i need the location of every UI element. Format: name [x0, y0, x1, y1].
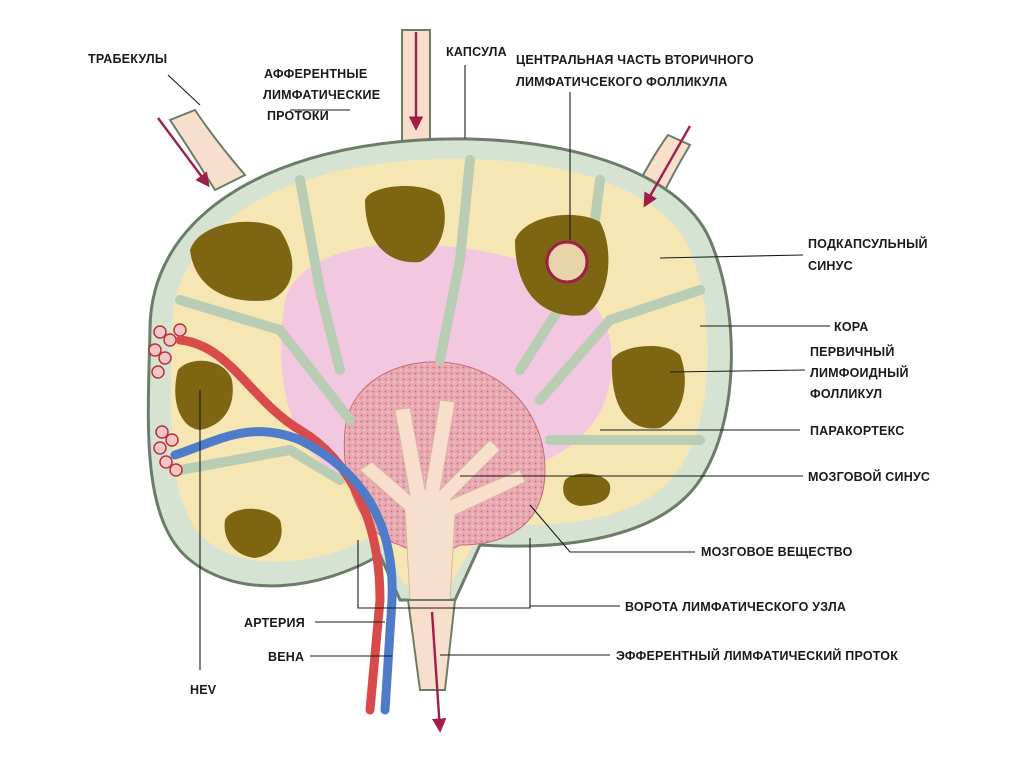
- follicle-1: [190, 221, 293, 301]
- label-primary-follicle-line-2: ЛИМФОИДНЫЙ: [810, 365, 909, 380]
- label-efferent: ЭФФЕРЕНТНЫЙ ЛИМФАТИЧЕСКИЙ ПРОТОК: [616, 648, 898, 663]
- medullary-sinus: [359, 399, 526, 601]
- label-hev: HEV: [190, 683, 217, 697]
- label-medulla: МОЗГОВОЕ ВЕЩЕСТВО: [701, 545, 853, 559]
- label-hilum: ВОРОТА ЛИМФАТИЧЕСКОГО УЗЛА: [625, 600, 846, 614]
- label-germinal-center-line-1: ЦЕНТРАЛЬНАЯ ЧАСТЬ ВТОРИЧНОГО: [516, 53, 754, 67]
- label-vein: ВЕНА: [268, 650, 304, 664]
- follicle-2: [365, 185, 445, 263]
- label-afferent-line-2: ЛИМФАТИЧЕСКИЕ: [263, 88, 380, 102]
- germinal-center: [545, 240, 589, 284]
- label-artery: АРТЕРИЯ: [244, 616, 305, 630]
- leader-lines: [167, 65, 830, 670]
- label-germinal-center-line-2: ЛИМФАТИЧСЕКОГО ФОЛЛИКУЛА: [516, 75, 728, 89]
- efferent-vessel: [406, 599, 457, 691]
- label-paracortex: ПАРАКОРТЕКС: [810, 424, 904, 438]
- follicle-7: [563, 473, 611, 506]
- follicles: [175, 185, 685, 558]
- follicle-4: [611, 345, 685, 429]
- lymph-flow-arrows: [157, 32, 692, 733]
- label-trabeculae: ТРАБЕКУЛЫ: [88, 52, 167, 66]
- label-afferent-line-3: ПРОТОКИ: [267, 109, 329, 123]
- follicle-5: [175, 360, 233, 430]
- trabeculae: [175, 155, 705, 485]
- vein-vessel: [170, 427, 397, 715]
- label-capsule: КАПСУЛА: [446, 45, 507, 59]
- label-cortex: КОРА: [834, 320, 868, 334]
- label-afferent-line-1: АФФЕРЕНТНЫЕ: [264, 67, 367, 81]
- label-primary-follicle-line-1: ПЕРВИЧНЫЙ: [810, 344, 895, 359]
- labels: ТРАБЕКУЛЫ АФФЕРЕНТНЫЕ ЛИМФАТИЧЕСКИЕ ПРОТ…: [88, 45, 930, 697]
- artery-vessel: [175, 335, 385, 715]
- label-primary-follicle-line-3: ФОЛЛИКУЛ: [810, 387, 882, 401]
- follicle-6: [224, 508, 282, 558]
- label-medullary-sinus: МОЗГОВОЙ СИНУС: [808, 469, 930, 484]
- label-subcapsular-sinus-line-1: ПОДКАПСУЛЬНЫЙ: [808, 236, 928, 251]
- label-subcapsular-sinus-line-2: СИНУС: [808, 259, 853, 273]
